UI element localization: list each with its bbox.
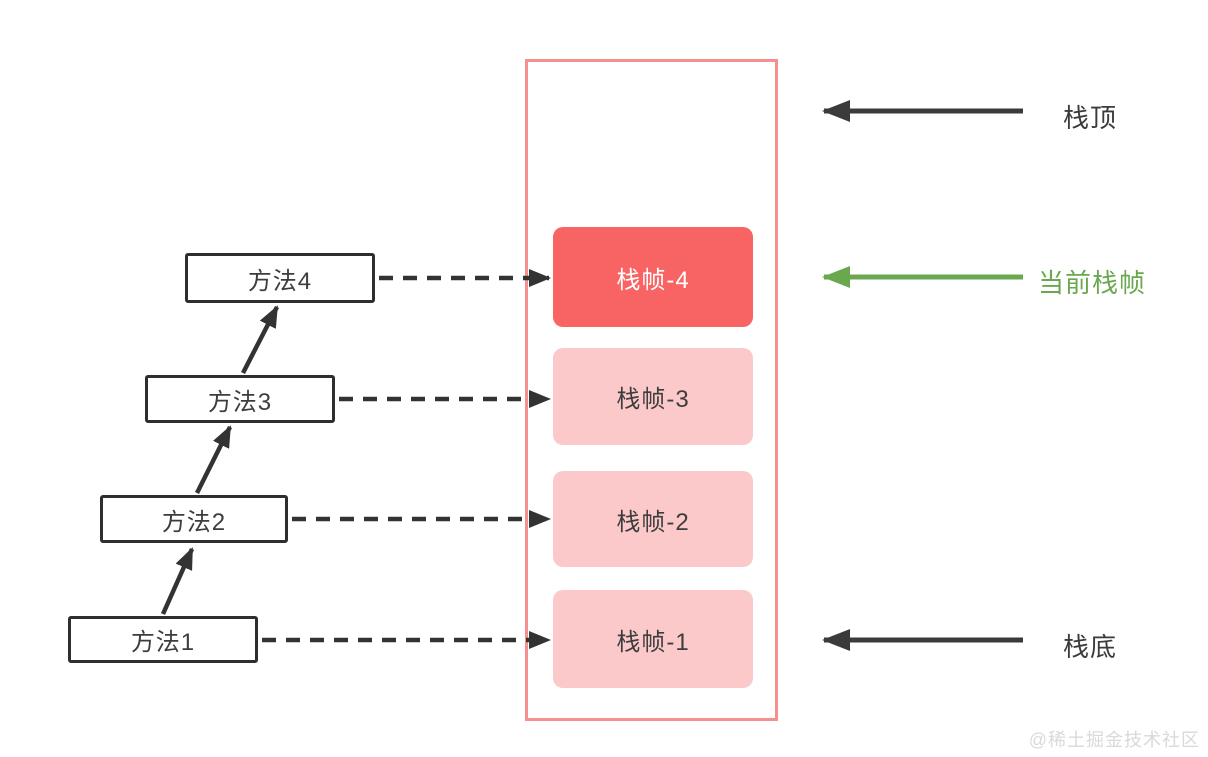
current-frame-label: 当前栈帧 — [1038, 268, 1147, 298]
stack-frame-4: 栈帧-4 — [553, 227, 753, 327]
call-arrow-method1-to-method2 — [160, 547, 195, 615]
method-box-2: 方法2 — [100, 495, 288, 543]
stack-frame-1: 栈帧-1 — [553, 590, 753, 688]
method-box-4: 方法4 — [185, 253, 375, 303]
stack-bottom-label: 栈底 — [1063, 632, 1118, 662]
method-box-1: 方法1 — [68, 616, 258, 663]
call-arrow-method3-to-method4 — [240, 305, 280, 375]
stack-frame-2: 栈帧-2 — [553, 471, 753, 567]
watermark: @稀土掘金技术社区 — [1028, 730, 1200, 750]
stack-frame-3: 栈帧-3 — [553, 348, 753, 445]
stack-top-label: 栈顶 — [1063, 103, 1118, 133]
call-arrow-method2-to-method3 — [194, 425, 233, 495]
method-box-3: 方法3 — [145, 375, 335, 423]
